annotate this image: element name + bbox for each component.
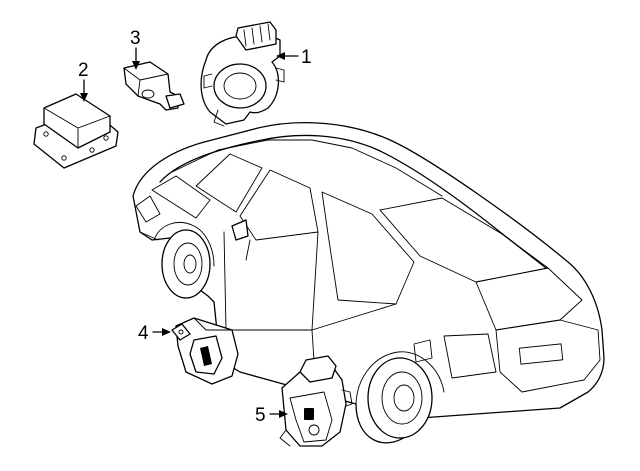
part-5-sensor <box>279 355 353 447</box>
callout-5: 5 <box>255 405 266 426</box>
callout-labels: 1 2 3 4 5 <box>78 28 312 426</box>
arrowhead-1 <box>276 52 285 60</box>
part-4-impact-sensor <box>171 317 239 385</box>
callout-arrows <box>80 47 299 418</box>
part-3-impact-sensor <box>123 61 185 111</box>
callout-1: 1 <box>301 47 312 68</box>
callout-3: 3 <box>130 28 141 49</box>
vehicle-illustration <box>132 122 605 444</box>
arrowhead-4 <box>162 328 171 336</box>
arrowhead-5 <box>279 410 288 418</box>
arrowhead-2 <box>80 93 88 102</box>
callout-2: 2 <box>78 60 89 81</box>
part-1-clock-spring <box>200 21 285 127</box>
part-2-airbag-module <box>33 93 119 169</box>
callout-4: 4 <box>138 323 149 344</box>
arrowhead-3 <box>132 61 140 70</box>
